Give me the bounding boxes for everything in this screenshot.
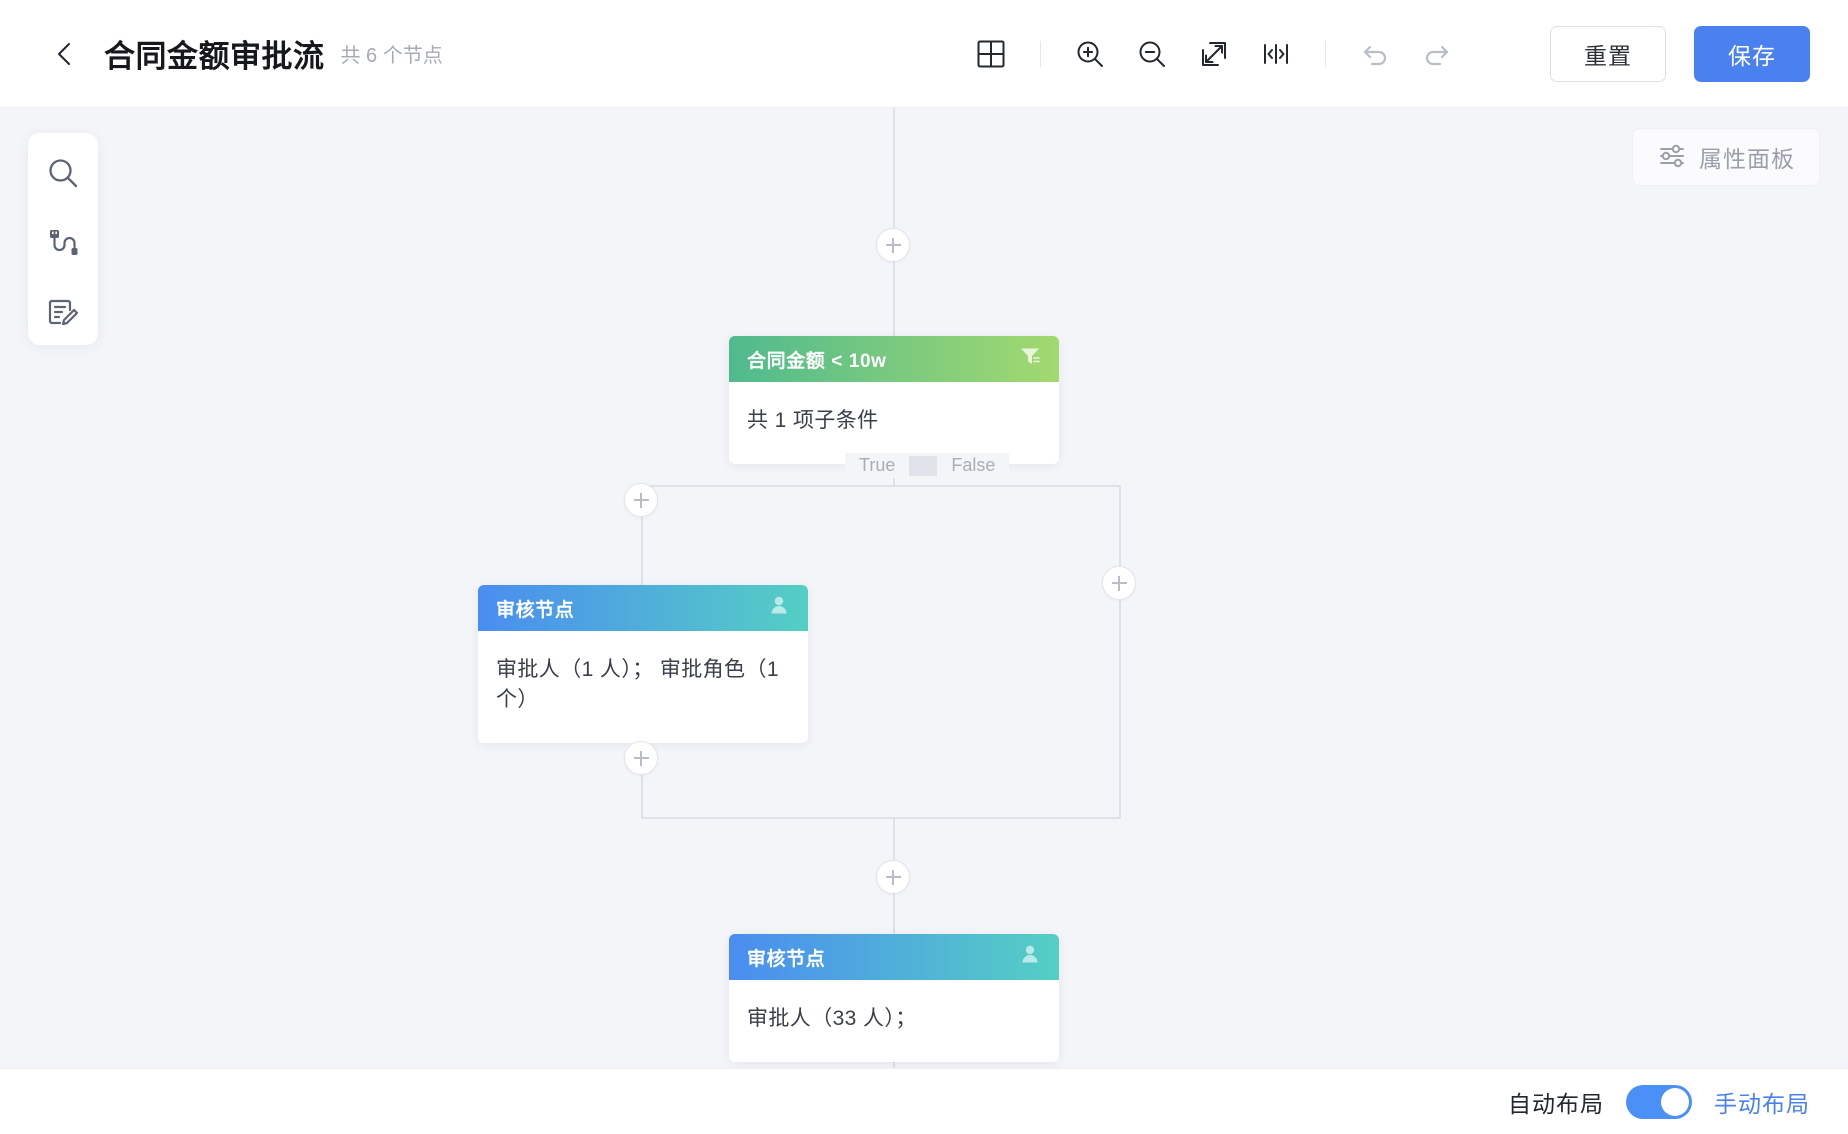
toggle-knob [1661, 1087, 1689, 1116]
branch-label-divider [909, 455, 938, 476]
align-horizontal-icon[interactable] [1245, 23, 1307, 85]
canvas-tool-rail [28, 133, 98, 345]
canvas-toolbar [960, 0, 1468, 108]
node-count-label: 共 6 个节点 [340, 45, 443, 67]
edge-false-down-2 [1119, 600, 1121, 818]
branch-label-false: False [951, 455, 996, 475]
layout-mode-toggle[interactable] [1626, 1084, 1692, 1119]
node-approval-2-title: 审核节点 [747, 948, 826, 970]
auto-layout-label: 自动布局 [1508, 1090, 1604, 1117]
node-approval-1[interactable]: 审核节点 审批人（1 人）； 审批角色（1 个） [478, 585, 808, 743]
document-edit-icon[interactable] [35, 285, 91, 341]
edge-true-down-2 [641, 517, 643, 585]
header-actions: 重置 保存 [1550, 0, 1810, 108]
add-node-top[interactable] [876, 228, 910, 262]
back-button[interactable] [38, 27, 92, 81]
attribute-panel-label: 属性面板 [1699, 146, 1795, 172]
add-node-false[interactable] [1102, 566, 1136, 600]
user-icon[interactable] [1019, 943, 1041, 971]
sliders-icon [1657, 140, 1687, 175]
undo-icon[interactable] [1344, 23, 1406, 85]
flow-graph: 合同金额 < 10w 共 1 项子条件 True False [0, 108, 1848, 1068]
edge-branch-split [641, 485, 1121, 487]
node-approval-2[interactable]: 审核节点 审批人（33 人）； [729, 934, 1059, 1062]
redo-icon[interactable] [1406, 23, 1468, 85]
node-condition[interactable]: 合同金额 < 10w 共 1 项子条件 [729, 336, 1059, 464]
branch-label-true: True [859, 455, 896, 475]
chevron-left-icon [52, 41, 78, 67]
node-condition-body: 共 1 项子条件 [747, 409, 879, 432]
filter-icon[interactable] [1019, 345, 1041, 373]
page-title: 合同金额审批流 [104, 39, 325, 74]
edge-top [893, 108, 895, 228]
search-icon[interactable] [35, 145, 91, 201]
add-node-true-before[interactable] [624, 483, 658, 517]
node-approval-2-header: 审核节点 [729, 934, 1059, 980]
zoom-in-icon[interactable] [1059, 23, 1121, 85]
node-approval-1-header: 审核节点 [478, 585, 808, 631]
edge-merge-to-approval2 [893, 894, 895, 934]
add-node-merge[interactable] [876, 860, 910, 894]
manual-layout-label: 手动布局 [1714, 1090, 1810, 1117]
grid-layout-icon[interactable] [960, 23, 1022, 85]
add-node-true-after[interactable] [624, 741, 658, 775]
reset-button[interactable]: 重置 [1550, 26, 1666, 82]
node-condition-title: 合同金额 < 10w [747, 350, 887, 372]
node-approval-1-body: 审批人（1 人）； 审批角色（1 个） [496, 658, 779, 711]
toolbar-divider-1 [1040, 41, 1041, 67]
node-approval-1-title: 审核节点 [496, 599, 575, 621]
edge-top-to-condition [893, 262, 895, 336]
user-icon[interactable] [768, 594, 790, 622]
save-button[interactable]: 保存 [1694, 26, 1810, 82]
flow-canvas[interactable]: 属性面板 合同金额 < 10w 共 1 项子条件 [0, 108, 1848, 1068]
fit-screen-icon[interactable] [1183, 23, 1245, 85]
app-footer: 自动布局 手动布局 [0, 1068, 1848, 1134]
zoom-out-icon[interactable] [1121, 23, 1183, 85]
edge-branch-merge [641, 817, 1121, 819]
node-condition-header: 合同金额 < 10w [729, 336, 1059, 382]
node-approval-2-body: 审批人（33 人）； [747, 1007, 917, 1030]
edge-false-down-1 [1119, 485, 1121, 578]
connector-icon[interactable] [35, 215, 91, 271]
edge-merge-down [893, 817, 895, 871]
toolbar-divider-2 [1325, 41, 1326, 67]
app-header: 合同金额审批流 共 6 个节点 [0, 0, 1848, 108]
branch-labels: True False [845, 453, 1010, 478]
edge-true-down-4 [641, 775, 643, 818]
attribute-panel-button[interactable]: 属性面板 [1632, 128, 1820, 186]
